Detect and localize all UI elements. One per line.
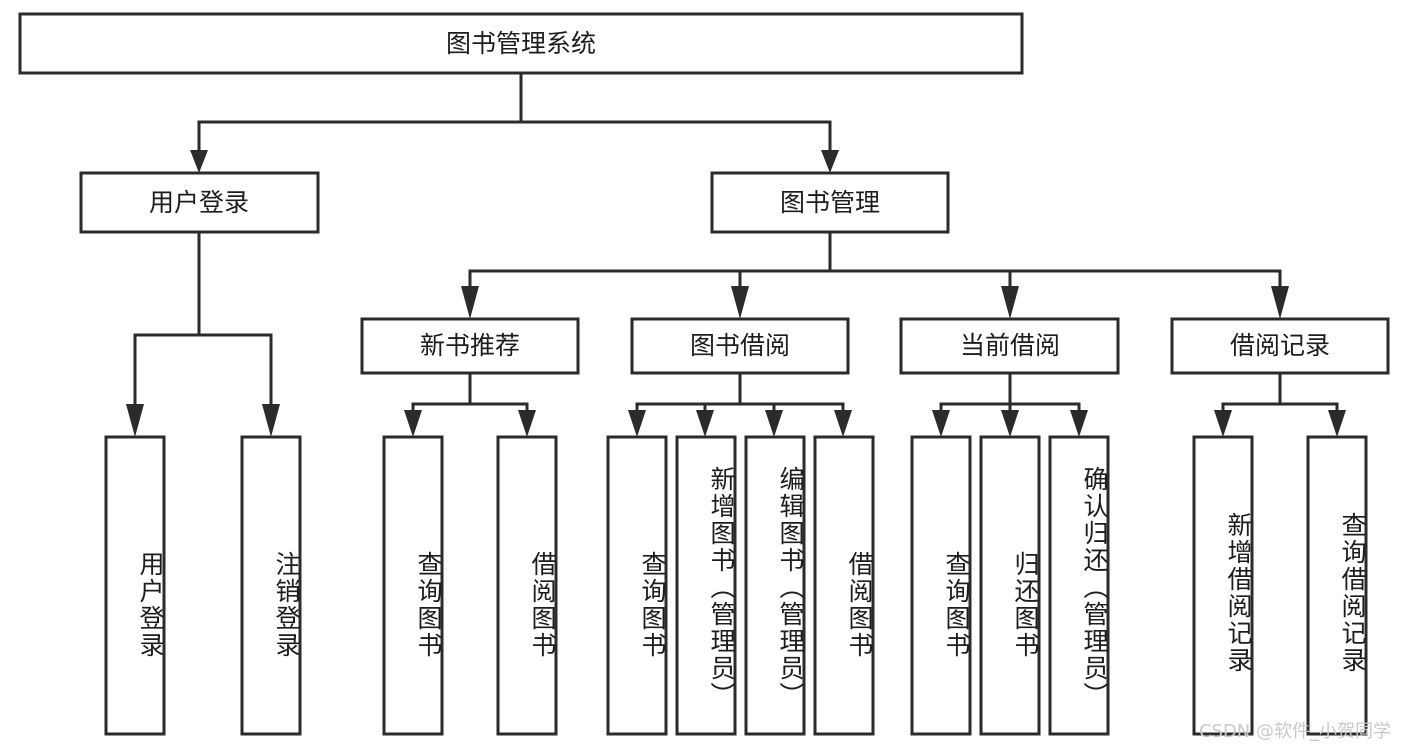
connector-currentborrow-to-leaves [932, 371, 1088, 437]
node-book-management-label: 图书管理 [780, 188, 880, 217]
node-new-book-recommend-label: 新书推荐 [420, 331, 520, 360]
leaf-box-borrowrecord-query[interactable] [1306, 435, 1368, 736]
node-root[interactable]: 图书管理系统 [18, 12, 1024, 75]
leaf-box-bookborrow-borrow[interactable] [813, 435, 875, 736]
connector-borrowrecord-to-leaves [1214, 371, 1346, 437]
node-user-login[interactable]: 用户登录 [79, 171, 320, 234]
leaf-box-user-login-login[interactable] [104, 435, 166, 736]
leaf-box-bookborrow-edit[interactable] [744, 435, 806, 736]
node-book-borrow-label: 图书借阅 [690, 331, 790, 360]
connector-newbook-to-leaves [404, 371, 536, 437]
leaf-box-currentborrow-query[interactable] [910, 435, 972, 736]
leaf-box-user-login-logout[interactable] [240, 435, 302, 736]
node-current-borrow[interactable]: 当前借阅 [899, 317, 1120, 375]
leaf-box-currentborrow-confirm[interactable] [1048, 435, 1110, 736]
connector-bookborrow-to-leaves [628, 371, 852, 437]
node-book-borrow[interactable]: 图书借阅 [630, 317, 850, 375]
leaf-box-bookborrow-add[interactable] [675, 435, 737, 736]
connector-bookmgmt-to-level3 [461, 230, 1289, 319]
node-user-login-label: 用户登录 [149, 188, 249, 217]
node-current-borrow-label: 当前借阅 [960, 331, 1060, 360]
csdn-watermark: CSDN @软件_小贺同学 [1198, 721, 1391, 742]
node-new-book-recommend[interactable]: 新书推荐 [360, 317, 580, 375]
node-book-management[interactable]: 图书管理 [710, 171, 950, 234]
leaf-box-newbook-borrow[interactable] [496, 435, 558, 736]
leaf-box-bookborrow-query[interactable] [606, 435, 668, 736]
node-borrow-record[interactable]: 借阅记录 [1170, 317, 1390, 375]
connector-userlogin-to-leaves [126, 230, 280, 437]
leaf-box-newbook-query[interactable] [382, 435, 444, 736]
leaf-box-borrowrecord-add[interactable] [1192, 435, 1254, 736]
leaf-box-currentborrow-return[interactable] [979, 435, 1041, 736]
node-borrow-record-label: 借阅记录 [1230, 331, 1330, 360]
node-root-label: 图书管理系统 [446, 29, 596, 58]
connector-root-to-level2 [190, 71, 839, 173]
